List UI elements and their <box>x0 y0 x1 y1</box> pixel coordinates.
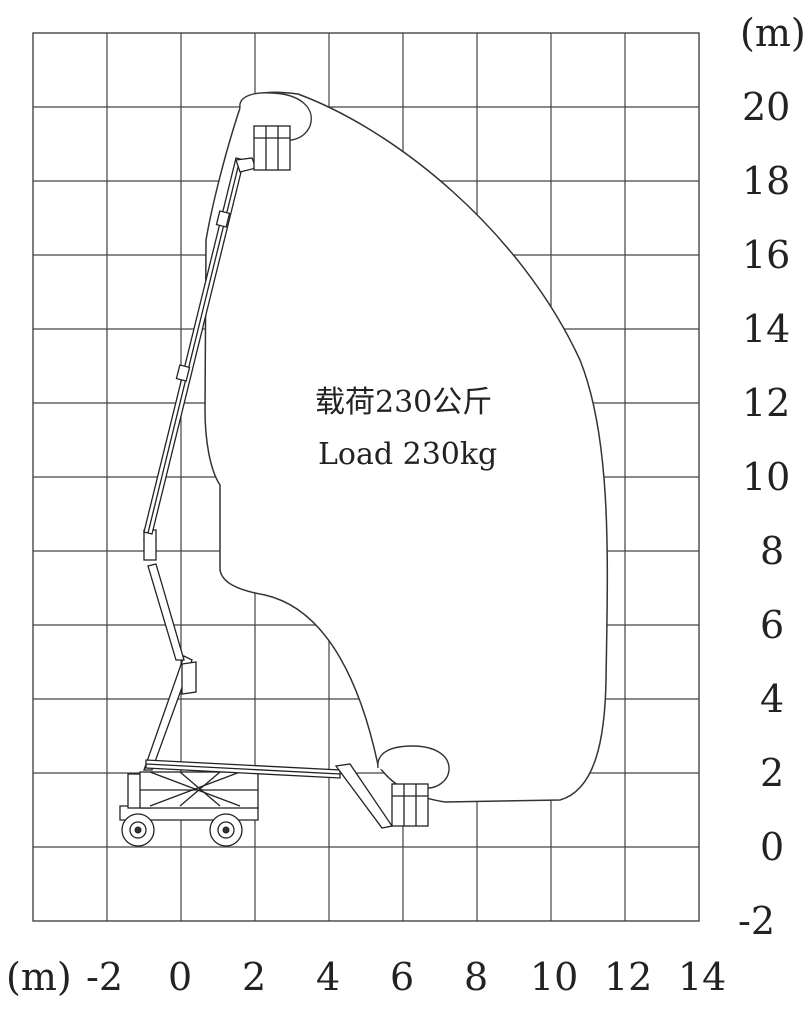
lift-chassis <box>119 771 259 847</box>
x-tick: 6 <box>390 955 414 999</box>
y-tick: -2 <box>738 899 775 943</box>
x-tick: 0 <box>168 955 192 999</box>
boom-raised <box>143 125 291 771</box>
x-axis: (m) -2 0 2 4 6 8 10 12 14 <box>6 955 726 999</box>
y-tick: 16 <box>742 233 790 277</box>
y-tick: 8 <box>760 529 784 573</box>
x-tick: 14 <box>678 955 726 999</box>
x-tick: -2 <box>86 955 123 999</box>
platform-basket-bottom <box>391 783 429 827</box>
platform-basket-top <box>253 125 291 171</box>
x-tick: 2 <box>242 955 266 999</box>
upper-reach-lobe <box>239 92 312 141</box>
y-tick: 14 <box>742 307 790 351</box>
x-axis-unit: (m) <box>6 955 72 999</box>
y-tick: 12 <box>742 381 790 425</box>
working-envelope <box>204 91 609 803</box>
load-label-en: Load 230kg <box>318 437 497 472</box>
x-tick: 10 <box>530 955 578 999</box>
y-tick: 2 <box>760 751 784 795</box>
y-tick: 20 <box>742 85 790 129</box>
lower-reach-lobe <box>377 745 450 789</box>
y-tick: 0 <box>760 825 784 869</box>
boom-lowered <box>145 759 429 829</box>
envelope-label: 载荷230公斤 Load 230kg <box>315 385 497 472</box>
y-tick: 10 <box>742 455 790 499</box>
y-axis-unit: (m) <box>740 11 806 55</box>
x-tick: 4 <box>316 955 340 999</box>
load-label-cn: 载荷230公斤 <box>315 385 492 420</box>
y-tick: 4 <box>760 677 784 721</box>
x-tick: 8 <box>464 955 488 999</box>
y-axis: (m) 20 18 16 14 12 10 8 6 4 2 0 -2 <box>738 11 806 943</box>
y-tick: 18 <box>742 159 790 203</box>
y-tick: 6 <box>760 603 784 647</box>
x-tick: 12 <box>604 955 652 999</box>
